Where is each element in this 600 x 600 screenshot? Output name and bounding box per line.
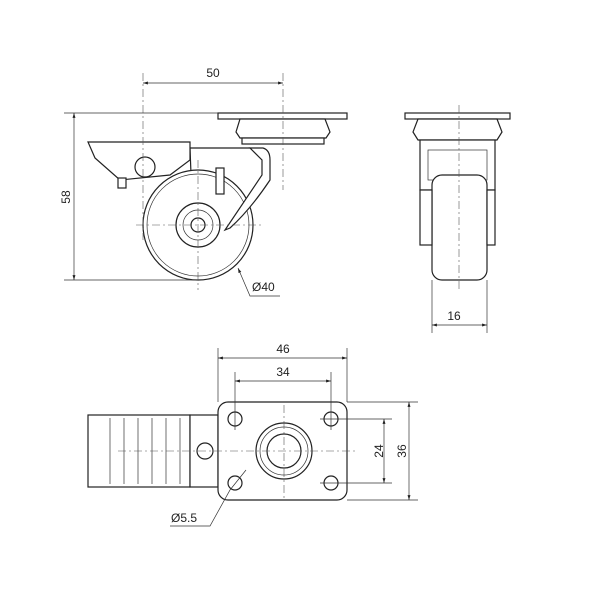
- front-swivel-housing: [412, 118, 503, 141]
- front-mounting-plate: [404, 112, 511, 120]
- dim-offset: 50: [206, 66, 220, 80]
- front-view: 16: [404, 105, 511, 333]
- fork-leg-right: [486, 189, 496, 246]
- fork-leg-left: [419, 189, 433, 246]
- dim-plate-width: 36: [395, 444, 409, 458]
- top-view: 46 34 24 36 Ø5.5: [87, 342, 418, 527]
- fork-arm: [223, 147, 271, 232]
- brake-tab: [117, 177, 127, 189]
- dim-height: 58: [59, 190, 73, 204]
- dim-hole-spacing-width: 24: [372, 444, 386, 458]
- mounting-plate: [217, 112, 348, 120]
- front-wheel: [431, 174, 488, 281]
- dim-wheel-diameter: Ø40: [252, 280, 275, 294]
- dim-hole-diameter: Ø5.5: [171, 511, 197, 525]
- side-view: 50 58 Ø40: [59, 66, 348, 297]
- brake-label-plate: [215, 167, 225, 195]
- dim-hole-spacing-length: 34: [276, 365, 290, 379]
- brake-pivot: [134, 156, 156, 178]
- dim-wheel-width: 16: [447, 309, 461, 323]
- dim-plate-length: 46: [276, 342, 290, 356]
